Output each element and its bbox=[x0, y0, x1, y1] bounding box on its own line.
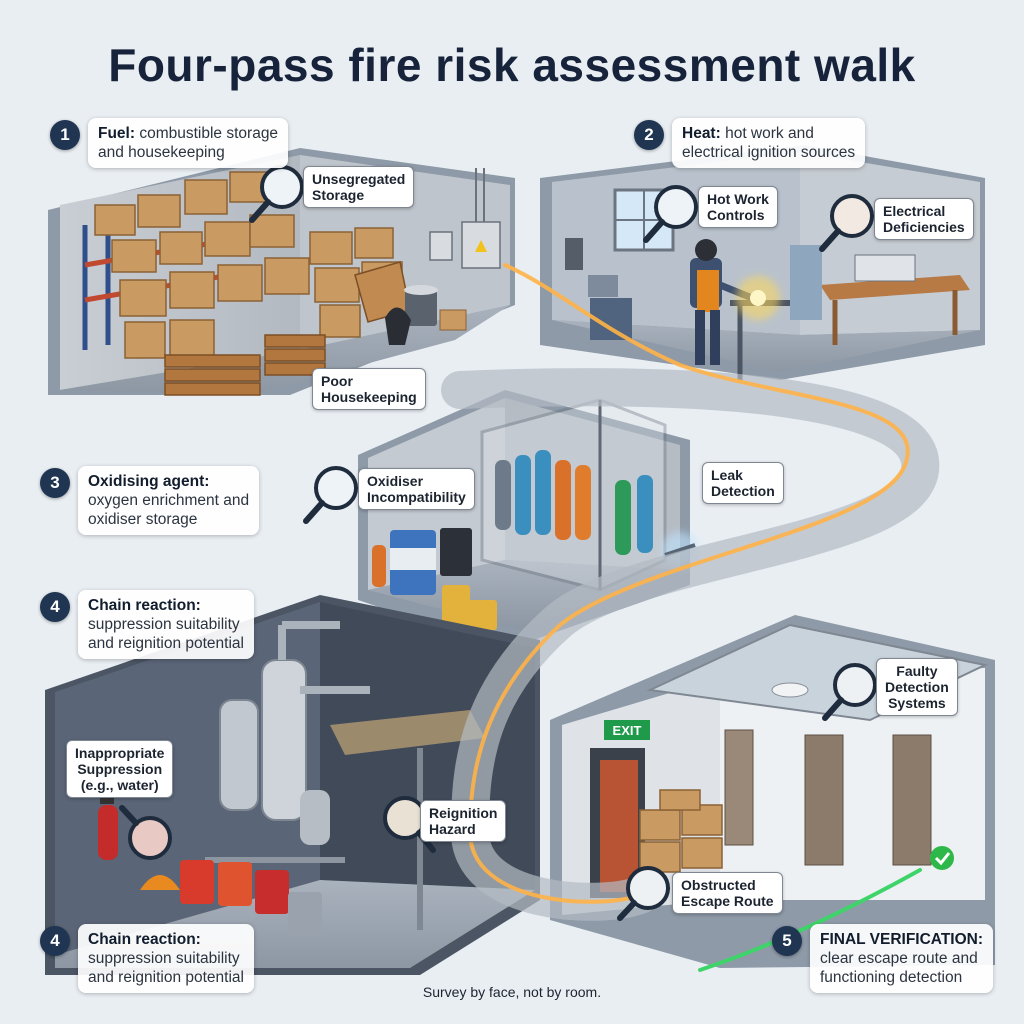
waste-bin bbox=[385, 285, 467, 345]
room-heat-workshop bbox=[540, 145, 985, 380]
step-line: and reignition potential bbox=[88, 635, 244, 652]
room-fuel-storage bbox=[48, 148, 515, 396]
step-heading: Oxidising agent: bbox=[88, 473, 210, 490]
room-chain-reaction-plant bbox=[45, 595, 540, 975]
step-4-chain-reaction: 4 Chain reaction: suppression suitabilit… bbox=[40, 590, 254, 659]
step-text: Chain reaction: suppression suitability … bbox=[78, 590, 254, 659]
step-line: clear escape route and bbox=[820, 950, 978, 967]
step-line: suppression suitability bbox=[88, 950, 240, 967]
magnifier-icon bbox=[643, 185, 698, 243]
magnifier-icon bbox=[303, 466, 358, 524]
step-number: 5 bbox=[772, 926, 802, 956]
step-number: 2 bbox=[634, 120, 664, 150]
step-heading: FINAL VERIFICATION: bbox=[820, 931, 984, 948]
corridor-doors bbox=[724, 729, 932, 866]
step-line: suppression suitability bbox=[88, 616, 240, 633]
step-text: Oxidising agent: oxygen enrichment and o… bbox=[78, 466, 260, 535]
workbench bbox=[820, 254, 970, 345]
room-oxidiser-store bbox=[358, 390, 698, 650]
step-heading: Chain reaction: bbox=[88, 931, 201, 948]
wooden-pallets bbox=[164, 261, 411, 396]
step-heading: Chain reaction: bbox=[88, 597, 201, 614]
footer-caption: Survey by face, not by room. bbox=[422, 984, 602, 1000]
step-line: and reignition potential bbox=[88, 969, 244, 986]
step-line: combustible storage bbox=[139, 125, 279, 142]
chemical-containers bbox=[372, 528, 497, 630]
fuel-cans bbox=[140, 860, 322, 936]
smoke-detector bbox=[771, 682, 809, 698]
magnifier-icon bbox=[822, 663, 877, 721]
step-heading: Fuel: bbox=[98, 125, 136, 142]
step-line: oxidiser storage bbox=[88, 511, 198, 528]
exit-sign: EXIT bbox=[604, 720, 650, 740]
step-text: Chain reaction: suppression suitability … bbox=[78, 924, 254, 993]
step-2-heat: 2 Heat: hot work and electrical ignition… bbox=[634, 118, 866, 168]
step-text: Heat: hot work and electrical ignition s… bbox=[672, 118, 866, 168]
check-icon bbox=[930, 846, 954, 870]
step-4-chain-reaction-repeat: 4 Chain reaction: suppression suitabilit… bbox=[40, 924, 254, 993]
magnifier-icon bbox=[249, 165, 304, 223]
step-line: oxygen enrichment and bbox=[88, 492, 250, 509]
step-number: 4 bbox=[40, 926, 70, 956]
step-line: functioning detection bbox=[820, 969, 963, 986]
step-heading: Heat: bbox=[682, 125, 721, 142]
step-text: FINAL VERIFICATION: clear escape route a… bbox=[810, 924, 994, 993]
page-title: Four-pass fire risk assessment walk bbox=[108, 39, 916, 91]
step-1-fuel: 1 Fuel: combustible storage and housekee… bbox=[50, 118, 289, 168]
electrical-panels bbox=[429, 168, 501, 269]
step-line: and housekeeping bbox=[98, 144, 225, 161]
step-line: hot work and bbox=[725, 125, 814, 142]
step-text: Fuel: combustible storage and housekeepi… bbox=[88, 118, 289, 168]
magnifier-icon bbox=[617, 866, 670, 921]
step-number: 1 bbox=[50, 120, 80, 150]
process-vessels bbox=[205, 621, 370, 863]
step-5-final-verification: 5 FINAL VERIFICATION: clear escape route… bbox=[772, 924, 994, 993]
welding-sparks bbox=[736, 276, 780, 320]
step-line: electrical ignition sources bbox=[682, 144, 856, 161]
blocking-boxes bbox=[639, 789, 723, 873]
gas-cylinder-cage bbox=[480, 398, 667, 592]
step-3-oxidising-agent: 3 Oxidising agent: oxygen enrichment and… bbox=[40, 466, 260, 535]
exit-sign-text: EXIT bbox=[613, 723, 642, 738]
magnifier-icon bbox=[819, 194, 874, 252]
step-number: 3 bbox=[40, 468, 70, 498]
step-number: 4 bbox=[40, 592, 70, 622]
magnifier-icon bbox=[119, 805, 172, 860]
